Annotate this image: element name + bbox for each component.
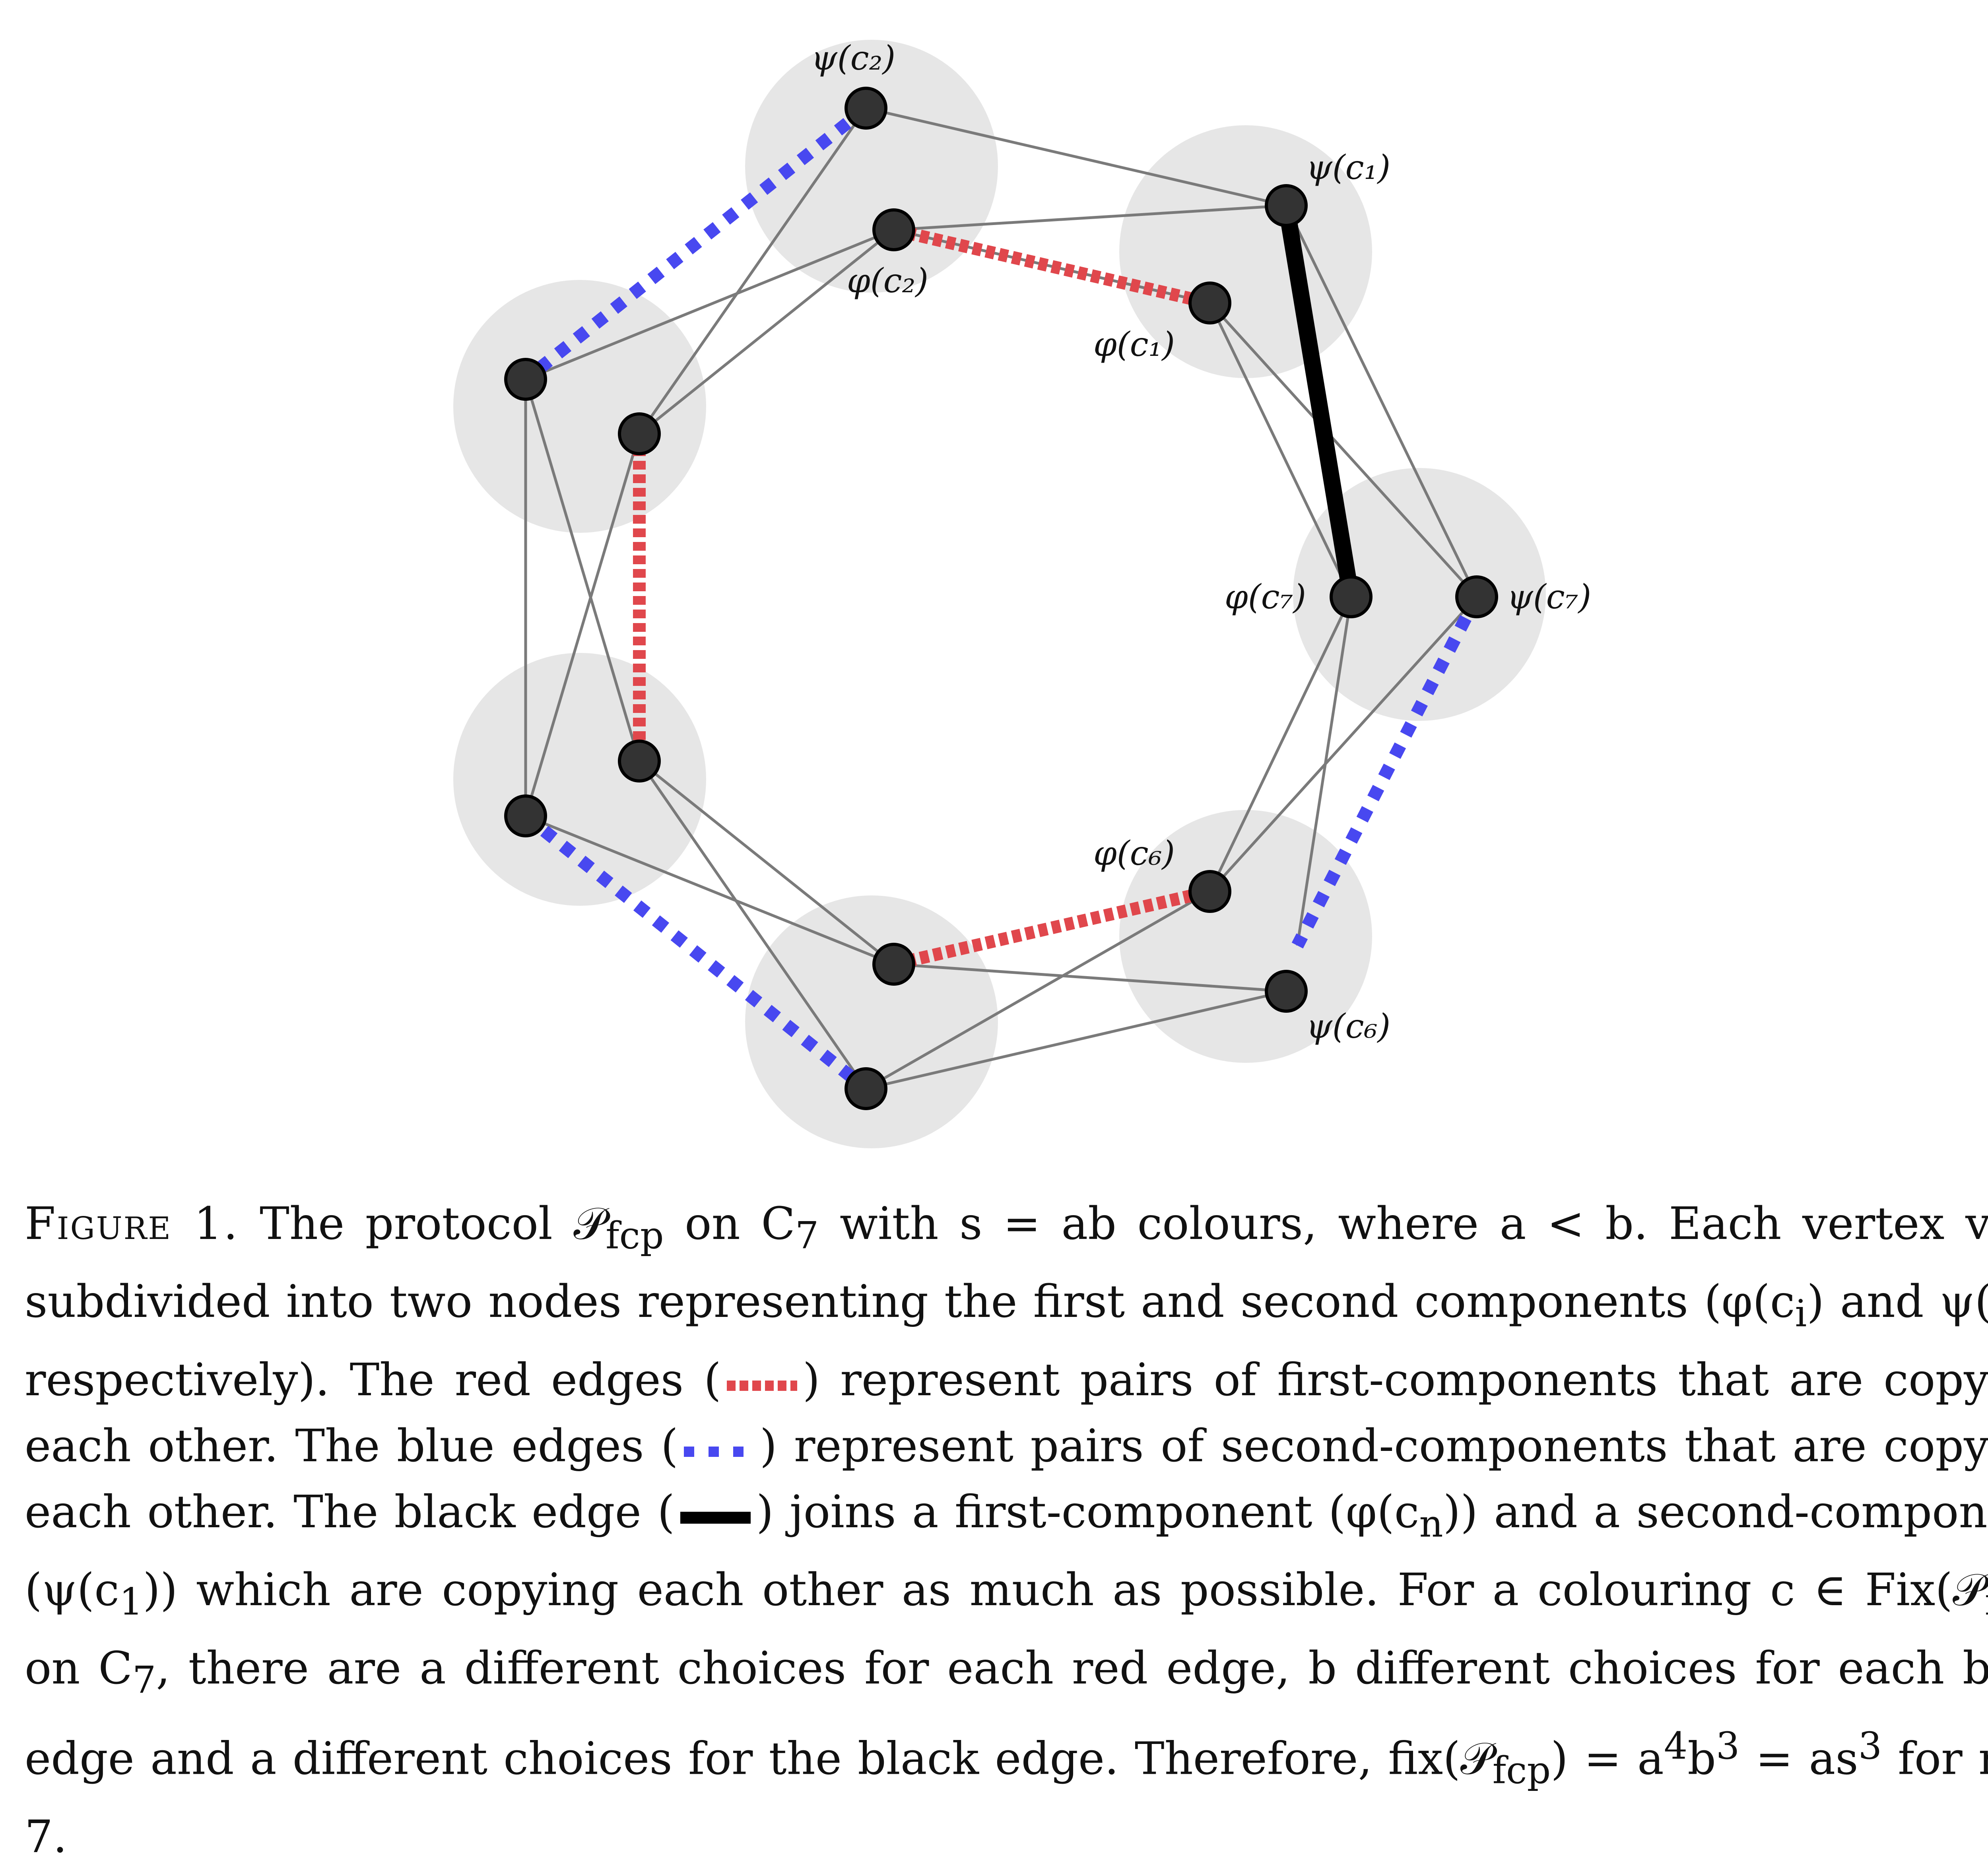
caption-text: )) which are copying each other as much … xyxy=(143,1564,1985,1616)
blue-edge xyxy=(522,103,870,384)
edge xyxy=(638,760,867,1089)
edge xyxy=(1208,596,1353,892)
label-phi-c6: φ(c₆) xyxy=(1093,834,1175,873)
edge xyxy=(1209,596,1478,893)
black-edge xyxy=(1278,204,1359,598)
blue-edges xyxy=(521,103,1483,1094)
node-phi-c6 xyxy=(1188,870,1231,913)
edge xyxy=(638,107,867,435)
caption-sub: fcp xyxy=(1985,1581,1988,1624)
edge xyxy=(893,963,1287,993)
node-phi-c2 xyxy=(872,208,915,251)
red-edge-legend-swatch xyxy=(726,1380,797,1391)
node-psi-c3 xyxy=(504,358,547,401)
thin-edges xyxy=(524,107,1478,1090)
caption-sub: fcp xyxy=(1492,1749,1551,1792)
edge xyxy=(1296,596,1353,946)
edge xyxy=(525,228,895,381)
caption-text: ) represent pairs of second-components t… xyxy=(25,1420,1988,1538)
edge xyxy=(1285,205,1478,598)
caption-text: on C xyxy=(685,1198,795,1250)
caption-text: ) and ψ(c xyxy=(1807,1276,1988,1328)
edge xyxy=(1209,302,1478,598)
edge xyxy=(638,760,895,965)
label-psi-c6: ψ(c₆) xyxy=(1306,1007,1390,1046)
node-psi-c6 xyxy=(1265,970,1308,1013)
caption-sup: 4 xyxy=(1664,1724,1688,1768)
caption-sub: fcp xyxy=(606,1214,664,1258)
vertex-region-c4 xyxy=(453,653,706,906)
caption-sup: 3 xyxy=(1858,1724,1882,1768)
node-phi-c7 xyxy=(1330,575,1373,618)
blue-edge xyxy=(521,811,870,1094)
caption-text: with s = ab colours, where a < b. Each v… xyxy=(839,1198,1988,1250)
caption-text: ) joins a first-component (φ(c xyxy=(756,1486,1419,1538)
node-phi-c4 xyxy=(618,740,661,783)
node-phi-c5 xyxy=(872,943,915,986)
caption-text: is subdivided into two nodes representin… xyxy=(25,1276,1795,1328)
edge xyxy=(638,229,895,435)
label-psi-c7: ψ(c₇) xyxy=(1507,577,1591,616)
caption-sub: 7 xyxy=(132,1658,156,1702)
vertex-region-c5 xyxy=(745,895,998,1148)
caption-sub: n xyxy=(1419,1502,1443,1546)
node-psi-c2 xyxy=(845,87,887,130)
blue-edge xyxy=(1291,594,1483,949)
node-phi-c3 xyxy=(618,412,661,455)
red-edges xyxy=(633,223,1211,971)
caption-sub: 1 xyxy=(119,1580,143,1624)
black-edge-legend-swatch xyxy=(680,1511,751,1524)
protocol-figure: ψ(c₁) φ(c₁) ψ(c₂) φ(c₂) φ(c₆) ψ(c₆) φ(c₇… xyxy=(453,39,1591,1148)
caption-sub: i xyxy=(1795,1292,1807,1336)
label-psi-c2: ψ(c₂) xyxy=(811,39,895,78)
node-psi-c4 xyxy=(504,794,547,837)
label-psi-c1: ψ(c₁) xyxy=(1306,148,1390,187)
red-edge xyxy=(892,223,1211,309)
vertex-region-c2 xyxy=(745,40,998,293)
vertex-regions xyxy=(453,40,1546,1148)
caption-label: Figure 1. xyxy=(25,1198,239,1250)
node-phi-c1 xyxy=(1188,282,1231,324)
caption-sup: 3 xyxy=(1716,1724,1740,1768)
edge xyxy=(865,890,1211,1090)
node-psi-c1 xyxy=(1265,184,1308,227)
edge xyxy=(866,107,1287,207)
label-phi-c2: φ(c₂) xyxy=(847,261,928,300)
caption-text: The protocol 𝒫 xyxy=(260,1198,606,1250)
vertex-region-c7 xyxy=(1293,468,1546,721)
vertex-region-c3 xyxy=(453,280,706,533)
edge xyxy=(1208,302,1353,598)
caption-text: b xyxy=(1687,1733,1716,1785)
edge xyxy=(866,990,1287,1090)
caption-text: ) represent pairs of first-components th… xyxy=(25,1354,1988,1472)
vertex-labels: ψ(c₁) φ(c₁) ψ(c₂) φ(c₂) φ(c₆) ψ(c₆) φ(c₇… xyxy=(811,39,1591,1046)
edge xyxy=(524,379,641,761)
label-phi-c1: φ(c₁) xyxy=(1093,325,1175,364)
nodes xyxy=(504,87,1498,1110)
caption-text: )) and a second-component (ψ(c xyxy=(25,1486,1988,1616)
caption-text: = as xyxy=(1755,1733,1858,1785)
caption-text: ) = a xyxy=(1551,1733,1664,1785)
figure-caption: Figure 1. The protocol 𝒫fcp on C7 with s… xyxy=(25,1191,1988,1870)
blue-edge-legend-swatch xyxy=(683,1446,754,1457)
edge xyxy=(525,814,895,966)
node-psi-c5 xyxy=(845,1067,887,1110)
edge xyxy=(524,433,641,816)
caption-sub: 7 xyxy=(795,1214,819,1258)
caption-text: ) on C xyxy=(25,1642,133,1694)
node-psi-c7 xyxy=(1455,575,1498,618)
edge xyxy=(893,204,1287,231)
label-phi-c7: φ(c₇) xyxy=(1225,577,1306,616)
caption-text: , there are a different choices for each… xyxy=(25,1642,1988,1785)
caption-text: ), respectively). The red edges ( xyxy=(25,1354,721,1406)
